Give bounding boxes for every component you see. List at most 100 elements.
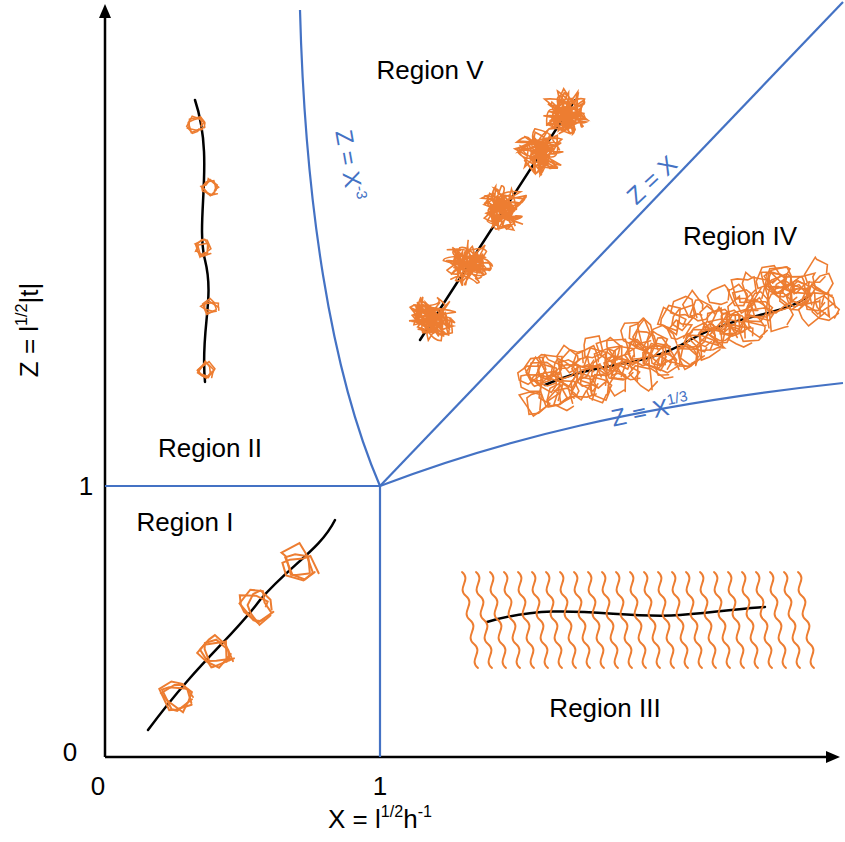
side-chain-coil (200, 635, 234, 667)
stretched-side-chain (784, 572, 800, 668)
stretched-side-chain (490, 572, 506, 668)
stretched-side-chain (602, 572, 618, 668)
globule (515, 129, 564, 176)
globule (409, 297, 455, 341)
collapsed-side-chain (195, 239, 211, 256)
stretched-side-chain (588, 572, 604, 668)
collapsed-side-chain (198, 361, 211, 378)
axis-title-text: l (15, 326, 45, 332)
axis-arrow (99, 4, 111, 18)
axis-arrow (826, 751, 840, 763)
chain-backbone (487, 607, 765, 622)
region-label: Region IV (683, 223, 797, 249)
globule (482, 186, 527, 231)
boundary-label-text: Z = X (330, 128, 367, 190)
stretched-side-chain (798, 572, 814, 668)
superscript: 1/2 (12, 304, 30, 326)
collapsed-side-chain (202, 181, 217, 195)
collapsed-side-chain (198, 362, 215, 378)
tick-label: 1 (373, 773, 387, 799)
stretched-side-chain (504, 572, 520, 668)
collapsed-side-chain (196, 243, 208, 255)
side-chain-coil (587, 378, 612, 403)
stretched-side-chain (742, 572, 758, 668)
side-chain-coil (161, 685, 192, 712)
side-chain-coil (547, 384, 568, 408)
tick-label: 0 (63, 739, 77, 765)
tick-label-text: 0 (91, 771, 105, 801)
superscript: -1 (418, 802, 432, 820)
region-label-text: Region IV (683, 221, 797, 251)
axes (105, 16, 828, 757)
stretched-side-chain (546, 572, 562, 668)
region-label: Region V (377, 57, 484, 83)
region-label-text: Region I (137, 507, 234, 537)
globule (543, 89, 587, 135)
axis-title: Z = l1/2|t| (13, 283, 42, 377)
tick-label-text: 1 (373, 771, 387, 801)
side-chain-coil (629, 318, 653, 347)
region-label: Region III (549, 695, 660, 721)
collapsed-side-chain (187, 116, 205, 133)
stretched-side-chain (728, 572, 744, 668)
axis-title-text: Z = (15, 332, 45, 378)
tick-label-text: 0 (63, 737, 77, 767)
stretched-side-chain (518, 572, 534, 668)
side-chain-coil (519, 392, 547, 416)
stretched-side-chain (672, 572, 688, 668)
region-label-text: Region III (549, 693, 660, 723)
stretched-side-chain (644, 572, 660, 668)
stretched-side-chain (574, 572, 590, 668)
stretched-side-chain (630, 572, 646, 668)
chain-backbone (420, 100, 575, 340)
side-chain-coil (633, 319, 651, 347)
collapsed-side-chain (201, 301, 219, 311)
region-label: Region II (158, 435, 262, 461)
side-chain-coil (805, 257, 828, 282)
globule (443, 240, 492, 286)
chain-backbone (148, 520, 335, 730)
side-chain-coil (240, 595, 268, 622)
axis-title-text: X = (328, 805, 375, 835)
stretched-side-chain (658, 572, 674, 668)
collapsed-side-chain (203, 179, 219, 196)
axis-title-text: h (403, 805, 417, 835)
side-chain-coil (285, 554, 319, 579)
boundary-label-text: Z = X (609, 394, 671, 432)
superscript: -3 (352, 185, 370, 201)
stretched-side-chain (476, 572, 492, 668)
side-chain-coil (707, 285, 729, 305)
side-chain-coil (526, 357, 551, 386)
side-chain-coil (815, 293, 836, 317)
chain-illustrations (148, 89, 839, 730)
collapsed-side-chain (196, 240, 211, 258)
side-chain-coil (536, 364, 559, 386)
region-label: Region I (137, 509, 234, 535)
tick-label: 1 (79, 473, 93, 499)
stretched-side-chain (714, 572, 730, 668)
region-boundaries (105, 2, 843, 757)
tick-label: 0 (91, 773, 105, 799)
stretched-side-chain (756, 572, 772, 668)
region-label-text: Region V (377, 55, 484, 85)
stretched-side-chain (462, 572, 478, 668)
boundary-label: Z = X-3 (331, 128, 369, 203)
superscript: 1/2 (381, 802, 403, 820)
axis-title: X = l1/2h-1 (328, 803, 432, 832)
side-chain-coil (811, 273, 833, 295)
side-chain-coil (785, 277, 806, 294)
region-label-text: Region II (158, 433, 262, 463)
tick-label-text: 1 (79, 471, 93, 501)
stretched-side-chain (532, 572, 548, 668)
stretched-side-chain (770, 572, 786, 668)
axis-title-text: l (375, 805, 381, 835)
stretched-side-chain (686, 572, 702, 668)
side-chain-coil (745, 299, 767, 325)
side-chain-coil (743, 317, 769, 338)
stretched-side-chain (560, 572, 576, 668)
stretched-side-chain (616, 572, 632, 668)
collapsed-side-chain (188, 118, 205, 133)
superscript: 1/3 (665, 388, 689, 408)
stretched-side-chain (700, 572, 716, 668)
